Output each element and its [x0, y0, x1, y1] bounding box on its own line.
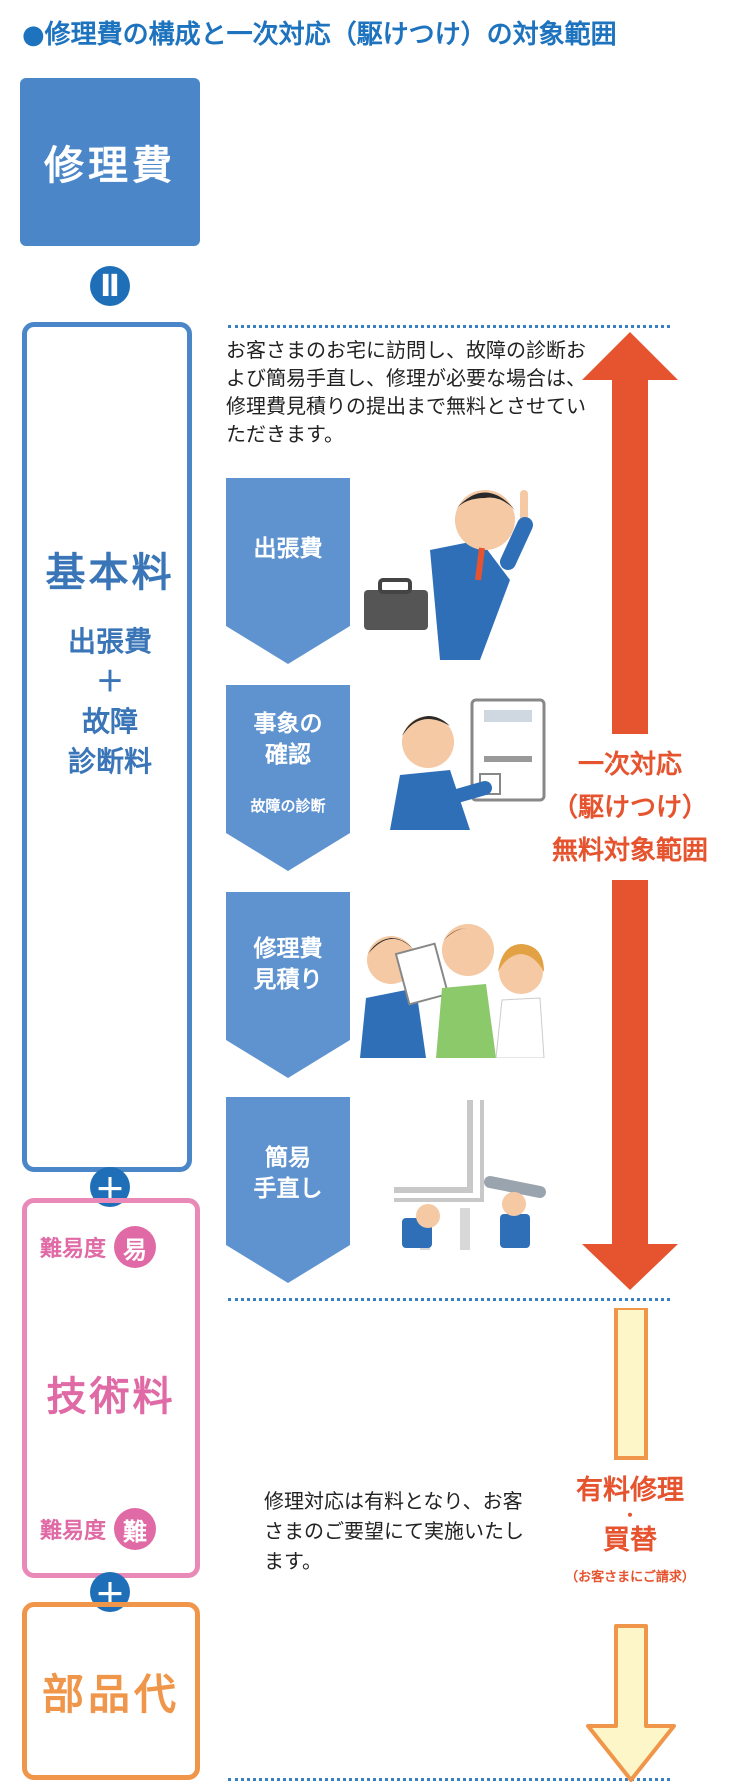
- step-check: 事象の 確認 故障の診断: [226, 685, 350, 873]
- difficulty-hard: 難易度 難: [40, 1508, 157, 1550]
- hard-badge: 難: [114, 1508, 157, 1550]
- chevron-shape: [226, 685, 350, 871]
- scope-bottom-divider: [228, 1778, 670, 1781]
- free-scope-line: 無料対象範囲: [551, 836, 708, 866]
- paid-scope-arrow: [586, 1308, 676, 1782]
- scope-top-divider: [228, 325, 670, 328]
- free-scope-label: 一次対応 （駆けつけ） 無料対象範囲: [520, 744, 740, 873]
- page-title: ●修理費の構成と一次対応（駆けつけ）の対象範囲: [22, 20, 617, 50]
- paid-scope-description: 修理対応は有料となり、お客さまのご要望にて実施いたします。: [264, 1489, 524, 1573]
- chevron-shape: [226, 1097, 350, 1283]
- free-scope-line: （駆けつけ）: [551, 793, 708, 823]
- free-scope-double-arrow: [582, 332, 678, 1290]
- technician-diagnosis-illustration: [390, 698, 546, 830]
- basic-fee-line: 診断料: [67, 745, 152, 778]
- paid-label-line1: 有料修理: [576, 1475, 684, 1506]
- difficulty-easy: 難易度 易: [40, 1226, 157, 1268]
- chevron-shape: [226, 892, 350, 1078]
- basic-fee-line: ＋: [95, 665, 124, 698]
- step-label: 修理費: [253, 936, 323, 962]
- basic-fee-line: 出張費: [67, 625, 152, 658]
- free-scope-line: 一次対応: [577, 750, 682, 780]
- step-label: 手直し: [253, 1176, 323, 1202]
- equals-icon: Ⅱ: [90, 266, 130, 306]
- scope-mid-divider: [228, 1298, 670, 1301]
- step-fix: 簡易 手直し: [226, 1097, 350, 1285]
- estimate-meeting-illustration: [360, 924, 545, 1058]
- difficulty-label: 難易度: [40, 1237, 107, 1262]
- simple-fix-illustration: [394, 1100, 546, 1250]
- paid-scope-label: 有料修理 ・ 買替 （お客さまにご請求）: [540, 1474, 720, 1585]
- free-scope-description: お客さまのお宅に訪問し、故障の診断および簡易手直し、修理が必要な場合は、修理費見…: [226, 338, 586, 446]
- plus-icon: ＋: [90, 1572, 130, 1613]
- basic-fee-breakdown: 出張費 ＋ 故障 診断料: [22, 622, 198, 782]
- repair-cost-box: 修理費: [20, 78, 200, 246]
- basic-fee-line: 故障: [81, 705, 138, 738]
- step-label: 見積り: [253, 967, 323, 993]
- easy-badge: 易: [114, 1226, 157, 1268]
- difficulty-label: 難易度: [40, 1519, 107, 1544]
- step-label: 出張費: [253, 536, 323, 562]
- step-label: 簡易: [265, 1145, 311, 1171]
- basic-fee-title: 基本料: [45, 550, 175, 596]
- paid-label-dot: ・: [621, 1506, 638, 1525]
- parts-cost-box: 部品代: [22, 1602, 200, 1780]
- step-sub-label: 故障の診断: [250, 797, 326, 815]
- step-estimate: 修理費 見積り: [226, 892, 350, 1080]
- step-label: 確認: [265, 742, 311, 768]
- technical-fee-title: 技術料: [46, 1374, 176, 1420]
- step-travel: 出張費: [226, 478, 350, 666]
- paid-label-note: （お客さまにご請求）: [565, 1570, 695, 1585]
- step-label: 事象の: [253, 711, 323, 737]
- technician-travel-illustration: [364, 490, 533, 660]
- paid-label-line2: 買替: [603, 1525, 657, 1556]
- chevron-shape: [226, 478, 350, 664]
